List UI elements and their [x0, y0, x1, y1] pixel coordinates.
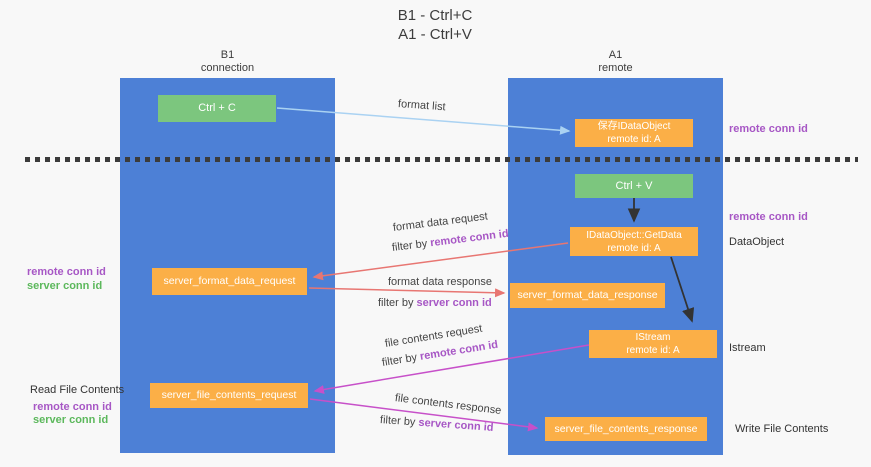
node-file-response-label: server_file_contents_response	[554, 422, 698, 435]
node-istream: IStream remote id: A	[589, 330, 717, 358]
node-ctrl-c: Ctrl + C	[158, 95, 276, 122]
lane-b1-subtitle: connection	[200, 62, 255, 74]
node-save-idataobject-line1: 保存IDataObject	[597, 121, 671, 132]
node-ctrl-v-label: Ctrl + V	[615, 179, 653, 192]
annotation-dataobject: DataObject	[729, 236, 785, 248]
node-getdata-line1: IDataObject::GetData	[586, 229, 682, 241]
lane-a1-title: A1	[608, 49, 623, 61]
filter-by-text-1: filter by	[391, 237, 428, 254]
node-server-format-data-request: server_format_data_request	[152, 268, 307, 295]
lane-header-b1: B1 connection	[120, 49, 335, 75]
flow-label-format-data-response: format data response	[388, 276, 492, 288]
flow-label-format-data-request: format data request	[392, 210, 489, 234]
node-format-response-label: server_format_data_response	[517, 289, 658, 301]
node-ctrl-v: Ctrl + V	[575, 174, 693, 198]
node-istream-line2: remote id: A	[626, 345, 680, 356]
lane-b1-title: B1	[220, 49, 235, 61]
lane-header-a1: A1 remote	[508, 49, 723, 75]
server-conn-id-text-1: server conn id	[416, 297, 492, 309]
node-save-idataobject-line2: remote id: A	[607, 134, 661, 145]
node-save-idataobject: 保存IDataObject remote id: A	[575, 119, 693, 147]
annotation-server-conn-id-bottom-left: server conn id	[33, 414, 109, 426]
annotation-write-file-contents: Write File Contents	[735, 423, 829, 435]
title-line-1: B1 - Ctrl+C	[397, 7, 473, 24]
annotation-server-conn-id-left: server conn id	[27, 280, 103, 292]
lane-a1-subtitle: remote	[598, 62, 633, 74]
node-idataobject-getdata: IDataObject::GetData remote id: A	[570, 227, 698, 256]
dashed-separator-line	[25, 157, 858, 162]
annotation-remote-conn-id-top: remote conn id	[729, 123, 808, 135]
diagram-title: B1 - Ctrl+C A1 - Ctrl+V	[340, 6, 530, 44]
node-getdata-line2: remote id: A	[607, 242, 661, 254]
flow-label-filter-server-1: filter by server conn id	[378, 297, 492, 309]
flow-label-format-list: format list	[397, 98, 446, 114]
annotation-istream: Istream	[729, 342, 766, 354]
node-istream-line1: IStream	[635, 332, 671, 343]
annotation-remote-conn-id-bottom-left: remote conn id	[33, 401, 112, 413]
filter-by-text-2: filter by	[378, 297, 414, 309]
flow-label-file-contents-response: file contents response	[394, 392, 502, 417]
server-conn-id-text-2: server conn id	[418, 416, 494, 434]
node-format-request-label: server_format_data_request	[163, 275, 296, 287]
annotation-read-file-contents: Read File Contents	[30, 384, 125, 396]
node-ctrl-c-label: Ctrl + C	[198, 102, 236, 114]
node-server-file-contents-response: server_file_contents_response	[545, 417, 707, 441]
arrow-format-data-response	[308, 287, 506, 298]
filter-by-text-4: filter by	[379, 414, 416, 429]
node-server-file-contents-request: server_file_contents_request	[150, 383, 308, 408]
annotation-remote-conn-id-left: remote conn id	[27, 266, 106, 278]
annotation-remote-conn-id-mid: remote conn id	[729, 211, 808, 223]
node-file-request-label: server_file_contents_request	[161, 389, 297, 401]
flow-label-filter-server-2: filter by server conn id	[380, 414, 494, 434]
title-line-2: A1 - Ctrl+V	[398, 26, 472, 43]
filter-by-text-3: filter by	[381, 351, 418, 369]
node-server-format-data-response: server_format_data_response	[510, 283, 665, 308]
remote-conn-id-text-1: remote conn id	[429, 227, 510, 250]
